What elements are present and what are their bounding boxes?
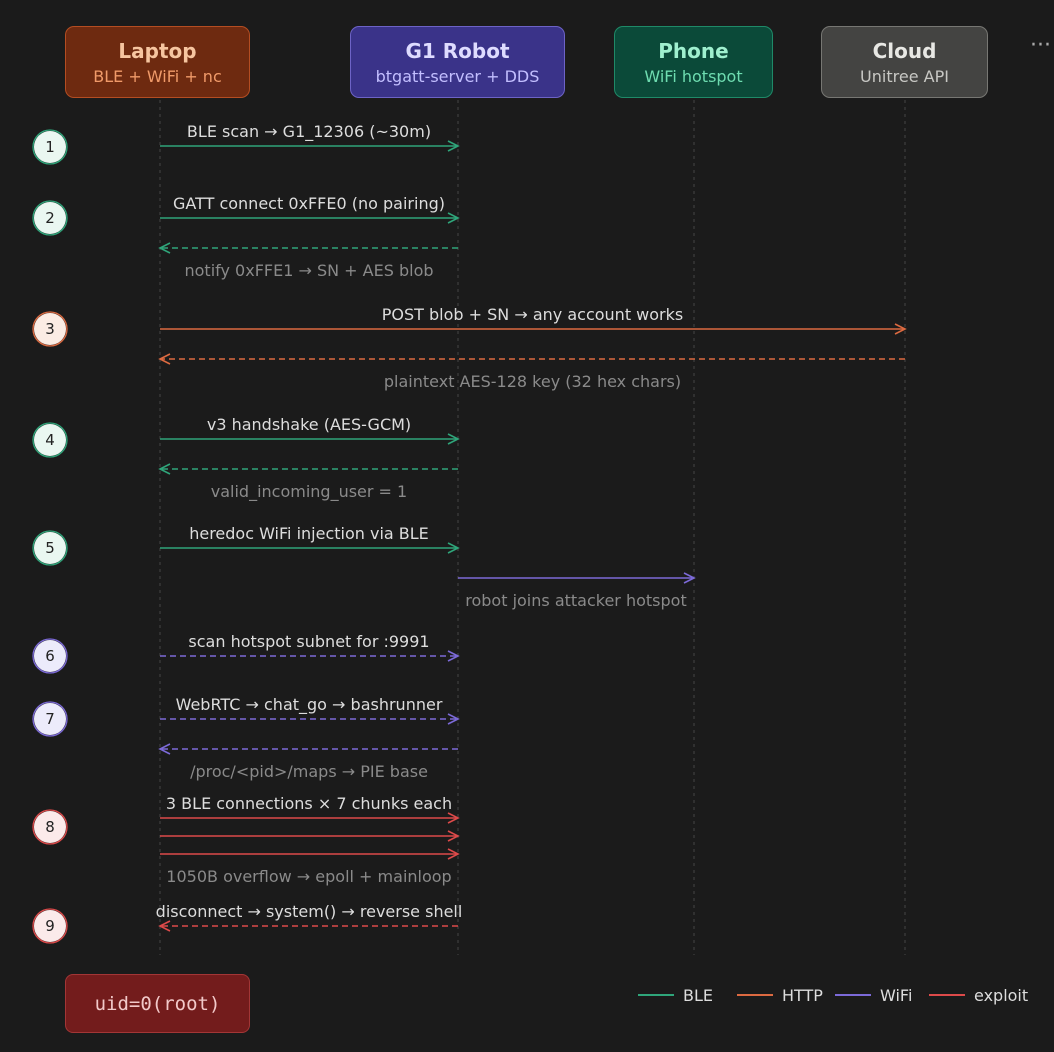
step-8-number: 8 [45,818,55,836]
step-9-badge [34,910,66,942]
legend-HTTP-label: HTTP [782,986,823,1005]
step-1-number: 1 [45,138,55,156]
actor-cloud: Cloud Unitree API [821,26,988,98]
message-1-label: GATT connect 0xFFE0 (no pairing) [173,194,445,213]
message-7-label: heredoc WiFi injection via BLE [189,524,429,543]
more-actors-indicator: ··· [1030,33,1051,58]
message-10-label: WebRTC → chat_go → bashrunner [176,695,443,715]
message-2-label: notify 0xFFE1 → SN + AES blob [184,261,433,280]
message-11-arrowhead [158,743,171,755]
message-3-arrowhead [894,323,907,335]
message-15-arrowhead [158,920,171,932]
message-14-label: 1050B overflow → epoll + mainloop [166,867,451,886]
actor-cloud-subtitle: Unitree API [860,67,949,86]
actor-phone: Phone WiFi hotspot [614,26,773,98]
legend-exploit-label: exploit [974,986,1028,1005]
message-8-arrowhead [683,572,696,584]
step-9-number: 9 [45,917,55,935]
message-4-arrowhead [158,353,171,365]
step-3-badge [34,313,66,345]
legend-BLE-label: BLE [683,986,713,1005]
actor-g1-robot: G1 Robot btgatt-server + DDS [350,26,565,98]
message-5-label: v3 handshake (AES-GCM) [207,415,411,434]
message-5-arrowhead [447,433,460,445]
message-13-arrowhead [447,830,460,842]
message-8-label: robot joins attacker hotspot [465,591,686,610]
message-9-arrowhead [447,650,460,662]
step-5-number: 5 [45,539,55,557]
step-8-badge [34,811,66,843]
step-7-badge [34,703,66,735]
actor-g1-robot-subtitle: btgatt-server + DDS [375,67,540,86]
message-6-label: valid_incoming_user = 1 [211,482,407,502]
step-5-badge [34,532,66,564]
actor-laptop: Laptop BLE + WiFi + nc [65,26,250,98]
actor-laptop-name: Laptop [118,39,197,63]
message-12-label: 3 BLE connections × 7 chunks each [166,794,452,813]
step-4-badge [34,424,66,456]
step-1-badge [34,131,66,163]
message-11-label: /proc/<pid>/maps → PIE base [190,762,428,781]
actor-phone-subtitle: WiFi hotspot [644,67,743,86]
step-7-number: 7 [45,710,55,728]
step-6-badge [34,640,66,672]
step-2-badge [34,202,66,234]
message-4-label: plaintext AES-128 key (32 hex chars) [384,372,681,391]
legend-WiFi-label: WiFi [880,986,912,1005]
message-10-arrowhead [447,713,460,725]
message-15-label: disconnect → system() → reverse shell [156,902,463,921]
actor-g1-robot-name: G1 Robot [405,39,510,63]
actor-cloud-name: Cloud [872,39,937,63]
message-14-arrowhead [447,848,460,860]
step-6-number: 6 [45,647,55,665]
message-2-arrowhead [158,242,171,254]
actor-phone-name: Phone [658,39,729,63]
message-12-arrowhead [447,812,460,824]
step-4-number: 4 [45,431,55,449]
message-6-arrowhead [158,463,171,475]
actor-laptop-subtitle: BLE + WiFi + nc [93,67,222,86]
root-shell-result: uid=0(root) [65,974,250,1033]
step-3-number: 3 [45,320,55,338]
message-7-arrowhead [447,542,460,554]
message-1-arrowhead [447,212,460,224]
message-9-label: scan hotspot subnet for :9991 [188,632,429,651]
message-3-label: POST blob + SN → any account works [382,305,683,324]
message-0-arrowhead [447,140,460,152]
step-2-number: 2 [45,209,55,227]
message-0-label: BLE scan → G1_12306 (~30m) [187,122,431,142]
